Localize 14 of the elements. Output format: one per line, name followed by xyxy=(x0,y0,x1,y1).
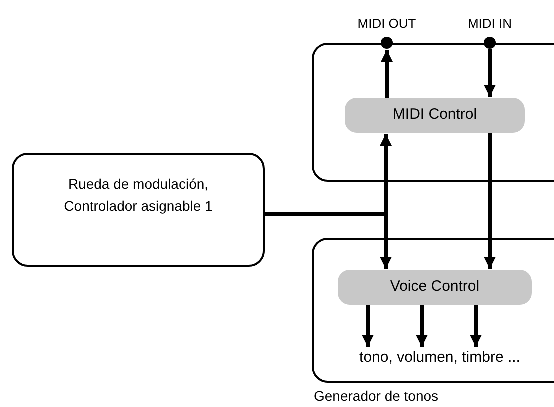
output-text: tono, volumen, timbre ... xyxy=(330,348,550,368)
port-label: MIDI OUT xyxy=(358,14,416,32)
controller-box: Rueda de modulación, Controlador asignable 1 xyxy=(12,153,265,267)
arrow xyxy=(416,305,428,347)
arrow xyxy=(470,305,482,347)
arrow xyxy=(381,50,393,98)
control-block: MIDI Control xyxy=(345,98,525,133)
arrow xyxy=(362,305,374,347)
arrow xyxy=(484,133,496,269)
arrow xyxy=(484,49,496,97)
box-title: Generador de tonos xyxy=(314,387,439,406)
control-block: Voice Control xyxy=(338,270,532,305)
panel-box xyxy=(312,43,554,182)
port-label: MIDI IN xyxy=(468,14,512,32)
